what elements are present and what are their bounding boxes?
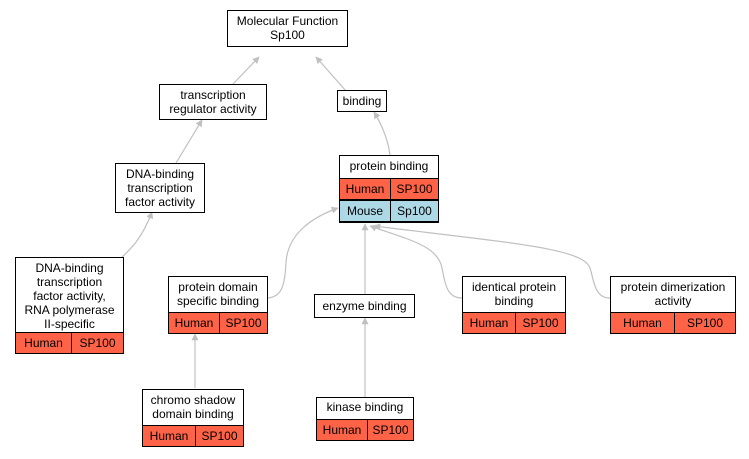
organism-label: Human xyxy=(623,316,662,330)
node-kinase-binding[interactable]: kinase binding Human SP100 xyxy=(316,397,414,441)
node-transcription-regulator-activity[interactable]: transcription regulator activity xyxy=(159,84,267,120)
edge-protein-domain-to-protein-binding xyxy=(265,206,339,299)
organism-label: Mouse xyxy=(346,204,384,218)
node-title: chromo shadow domain binding xyxy=(150,393,236,421)
gene-label: Sp100 xyxy=(390,201,438,221)
node-protein-domain-specific-binding[interactable]: protein domain specific binding Human SP… xyxy=(168,276,268,334)
organism-label: Human xyxy=(24,336,63,350)
node-title: DNA-binding transcription factor activit… xyxy=(124,167,196,209)
gene-label: SP100 xyxy=(674,313,735,333)
gene-label: SP100 xyxy=(195,426,243,446)
gene-label: SP100 xyxy=(71,333,123,353)
node-title: binding xyxy=(342,94,382,108)
node-title: protein binding xyxy=(349,159,429,173)
organism-label: Human xyxy=(174,316,214,330)
annotation-row-human: Human SP100 xyxy=(316,419,414,441)
edge-dna-binding-rnapii-to-dna-binding-tf xyxy=(119,211,154,260)
annotation-row-human: Human SP100 xyxy=(610,312,736,334)
gene-label: SP100 xyxy=(219,313,267,333)
node-protein-binding[interactable]: protein binding Human SP100 Mouse Sp100 xyxy=(339,155,439,223)
node-title: Molecular Function Sp100 xyxy=(236,14,339,42)
edge-identical-protein-to-protein-binding xyxy=(369,224,463,299)
annotation-row-mouse: Mouse Sp100 xyxy=(339,200,439,222)
annotation-row-human: Human SP100 xyxy=(15,332,124,354)
node-dna-binding-rna-polymerase-ii-specific[interactable]: DNA-binding transcription factor activit… xyxy=(15,257,124,354)
node-protein-dimerization-activity[interactable]: protein dimerization activity Human SP10… xyxy=(610,276,736,334)
node-title: transcription regulator activity xyxy=(169,88,257,116)
node-dna-binding-transcription-factor-activity[interactable]: DNA-binding transcription factor activit… xyxy=(115,163,205,213)
node-molecular-function[interactable]: Molecular Function Sp100 xyxy=(227,10,348,47)
node-title: kinase binding xyxy=(326,400,404,414)
edge-protein-dimerization-to-protein-binding xyxy=(373,223,611,299)
node-title: enzyme binding xyxy=(322,299,407,313)
edge-transcription-regulator-to-root xyxy=(232,56,260,85)
annotation-row-human: Human SP100 xyxy=(339,178,439,200)
gene-label: SP100 xyxy=(515,313,565,333)
gene-label: SP100 xyxy=(367,420,413,440)
edge-dna-binding-tf-to-transcription-regulator xyxy=(175,119,203,164)
node-title: DNA-binding transcription factor activit… xyxy=(24,261,115,331)
node-binding[interactable]: binding xyxy=(337,90,387,112)
gene-label: SP100 xyxy=(390,179,438,199)
annotation-row-human: Human SP100 xyxy=(168,312,268,334)
node-title: protein dimerization activity xyxy=(620,280,726,308)
annotation-row-human: Human SP100 xyxy=(142,425,244,447)
organism-label: Human xyxy=(469,316,509,330)
node-chromo-shadow-domain-binding[interactable]: chromo shadow domain binding Human SP100 xyxy=(142,389,244,447)
organism-label: Human xyxy=(322,423,362,437)
edge-protein-binding-to-binding xyxy=(373,111,391,156)
organism-label: Human xyxy=(345,182,385,196)
node-identical-protein-binding[interactable]: identical protein binding Human SP100 xyxy=(462,276,566,334)
node-enzyme-binding[interactable]: enzyme binding xyxy=(314,294,415,318)
node-title: identical protein binding xyxy=(471,280,557,308)
organism-label: Human xyxy=(149,429,189,443)
annotation-row-human: Human SP100 xyxy=(462,312,566,334)
edge-binding-to-root xyxy=(315,56,347,92)
node-title: protein domain specific binding xyxy=(176,280,260,308)
